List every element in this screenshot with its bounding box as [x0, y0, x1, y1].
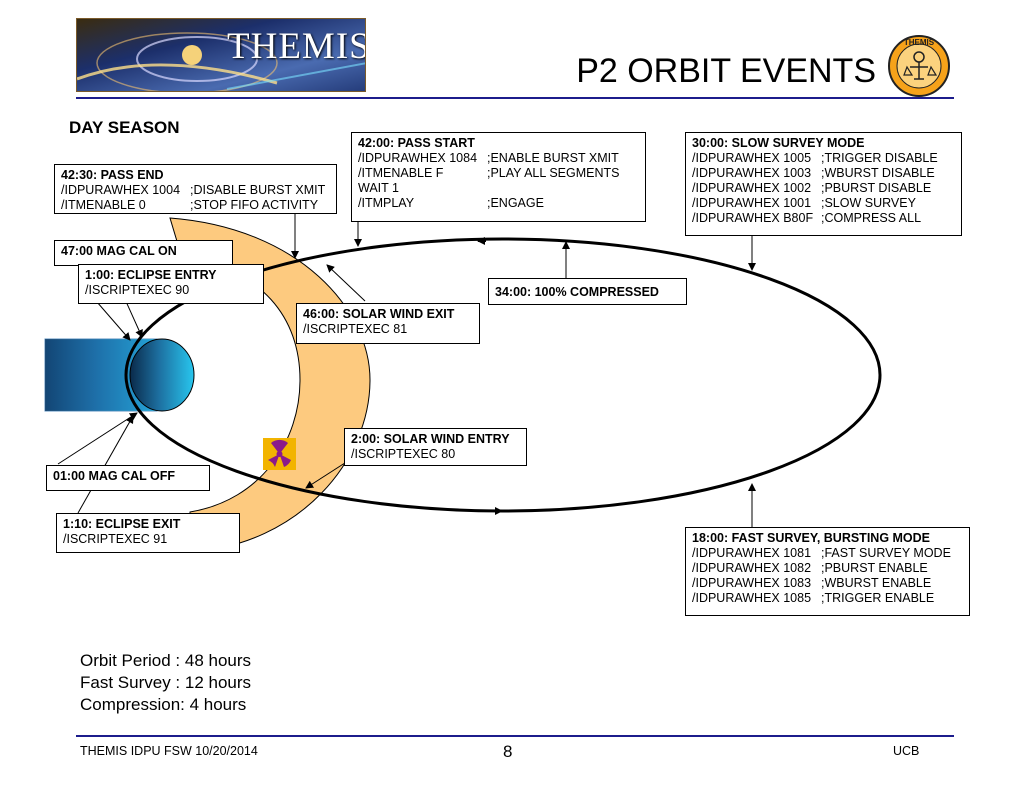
callout-title: 34:00: 100% COMPRESSED: [495, 285, 659, 299]
callout-comment: ;PBURST DISABLE: [821, 181, 932, 195]
callout-mag-cal-on: 47:00 MAG CAL ON: [54, 240, 233, 266]
callout-command: /ITMENABLE 0: [61, 198, 146, 212]
badge-label: THEMIS: [904, 38, 935, 47]
callout-comment: ;SLOW SURVEY: [821, 196, 916, 210]
callout-command: WAIT 1: [358, 181, 399, 195]
callout-mag-cal-off: 01:00 MAG CAL OFF: [46, 465, 210, 491]
callout-comment: ;TRIGGER ENABLE: [821, 591, 935, 605]
callout-command: /ITMENABLE F: [358, 166, 444, 180]
callout-title: 2:00: SOLAR WIND ENTRY: [351, 432, 510, 446]
callout-command: /ISCRIPTEXEC 91: [63, 532, 168, 546]
leader-solar-wind-exit: [326, 264, 366, 302]
footer-org: UCB: [893, 744, 920, 758]
note-orbit-period: Orbit Period : 48 hours: [80, 651, 252, 670]
callout-command: /ISCRIPTEXEC 80: [351, 447, 456, 461]
callout-command: /IDPURAWHEX 1083: [692, 576, 812, 590]
callout-command: /IDPURAWHEX 1085: [692, 591, 812, 605]
logo-text: THEMIS: [227, 26, 366, 67]
callout-command: /ISCRIPTEXEC 90: [85, 283, 190, 297]
callout-command: /IDPURAWHEX 1081: [692, 546, 812, 560]
callout-solar-wind-entry: 2:00: SOLAR WIND ENTRY /ISCRIPTEXEC 80: [344, 428, 527, 466]
themis-logo: THEMIS: [76, 18, 366, 92]
callout-command: /IDPURAWHEX 1084: [358, 151, 478, 165]
footer-doc-label: THEMIS IDPU FSW 10/20/2014: [80, 744, 258, 758]
callout-title: 42:30: PASS END: [61, 168, 164, 182]
callout-title: 1:00: ECLIPSE ENTRY: [85, 268, 217, 282]
radiation-icon: [263, 438, 296, 470]
callout-command: /IDPURAWHEX 1005: [692, 151, 812, 165]
callout-fast-survey: 18:00: FAST SURVEY, BURSTING MODE /IDPUR…: [685, 527, 970, 616]
page-title: P2 ORBIT EVENTS: [576, 52, 876, 90]
callout-eclipse-exit: 1:10: ECLIPSE EXIT /ISCRIPTEXEC 91: [56, 513, 240, 553]
header-rule: [76, 97, 954, 99]
callout-title: 01:00 MAG CAL OFF: [53, 469, 176, 483]
orbit-notes: Orbit Period : 48 hours Fast Survey : 12…: [80, 650, 251, 716]
note-fast-survey: Fast Survey : 12 hours: [80, 673, 252, 692]
callout-comment: ;STOP FIFO ACTIVITY: [190, 198, 319, 212]
leader-solar-wind-entry: [305, 460, 349, 489]
callout-pass-end: 42:30: PASS END /IDPURAWHEX 1004 ;DISABLE…: [54, 164, 337, 214]
callout-compressed: 34:00: 100% COMPRESSED: [488, 278, 687, 305]
callout-title: 18:00: FAST SURVEY, BURSTING MODE: [692, 531, 931, 545]
leader-eclipse-exit: [77, 415, 134, 514]
note-compression: Compression: 4 hours: [80, 695, 247, 714]
callout-command: /IDPURAWHEX 1082: [692, 561, 812, 575]
callout-pass-start: 42:00: PASS START /IDPURAWHEX 1084 ;ENABL…: [351, 132, 646, 222]
callout-command: /ITMPLAY: [358, 196, 415, 210]
callout-comment: ;DISABLE BURST XMIT: [190, 183, 326, 197]
callout-comment: ;WBURST DISABLE: [821, 166, 935, 180]
callout-command: /IDPURAWHEX 1002: [692, 181, 812, 195]
callout-comment: ;WBURST ENABLE: [821, 576, 932, 590]
callout-command: /IDPURAWHEX 1003: [692, 166, 812, 180]
callout-comment: ;FAST SURVEY MODE: [821, 546, 951, 560]
page-number: 8: [503, 742, 513, 761]
callout-comment: ;TRIGGER DISABLE: [821, 151, 938, 165]
themis-badge-icon: THEMIS: [888, 35, 950, 97]
leader-eclipse-entry: [96, 301, 131, 341]
footer-rule: [76, 735, 954, 737]
callout-title: 1:10: ECLIPSE EXIT: [63, 517, 181, 531]
callout-title: 46:00: SOLAR WIND EXIT: [303, 307, 455, 321]
callout-solar-wind-exit: 46:00: SOLAR WIND EXIT /ISCRIPTEXEC 81: [296, 303, 480, 344]
callout-title: 42:00: PASS START: [358, 136, 475, 150]
callout-command: /IDPURAWHEX 1004: [61, 183, 181, 197]
callout-eclipse-entry: 1:00: ECLIPSE ENTRY /ISCRIPTEXEC 90: [78, 264, 264, 304]
callout-command: /IDPURAWHEX 1001: [692, 196, 812, 210]
callout-comment: ;PBURST ENABLE: [821, 561, 928, 575]
callout-comment: ;ENGAGE: [487, 196, 544, 210]
callout-title: 30:00: SLOW SURVEY MODE: [692, 136, 865, 150]
earth-globe: [129, 338, 195, 412]
callout-slow-survey: 30:00: SLOW SURVEY MODE /IDPURAWHEX 1005…: [685, 132, 962, 236]
callout-command: /ISCRIPTEXEC 81: [303, 322, 408, 336]
orbit-ellipse: [124, 237, 882, 513]
leader-mag-cal-off: [57, 412, 138, 465]
season-heading: DAY SEASON: [69, 118, 180, 137]
callout-comment: ;ENABLE BURST XMIT: [487, 151, 619, 165]
callout-comment: ;COMPRESS ALL: [821, 211, 922, 225]
logo-banner-graphic: [77, 19, 365, 91]
callout-command: /IDPURAWHEX B80F: [692, 211, 814, 225]
callout-title: 47:00 MAG CAL ON: [61, 244, 177, 258]
themis-badge: THEMIS: [886, 33, 952, 99]
callout-comment: ;PLAY ALL SEGMENTS: [487, 166, 620, 180]
